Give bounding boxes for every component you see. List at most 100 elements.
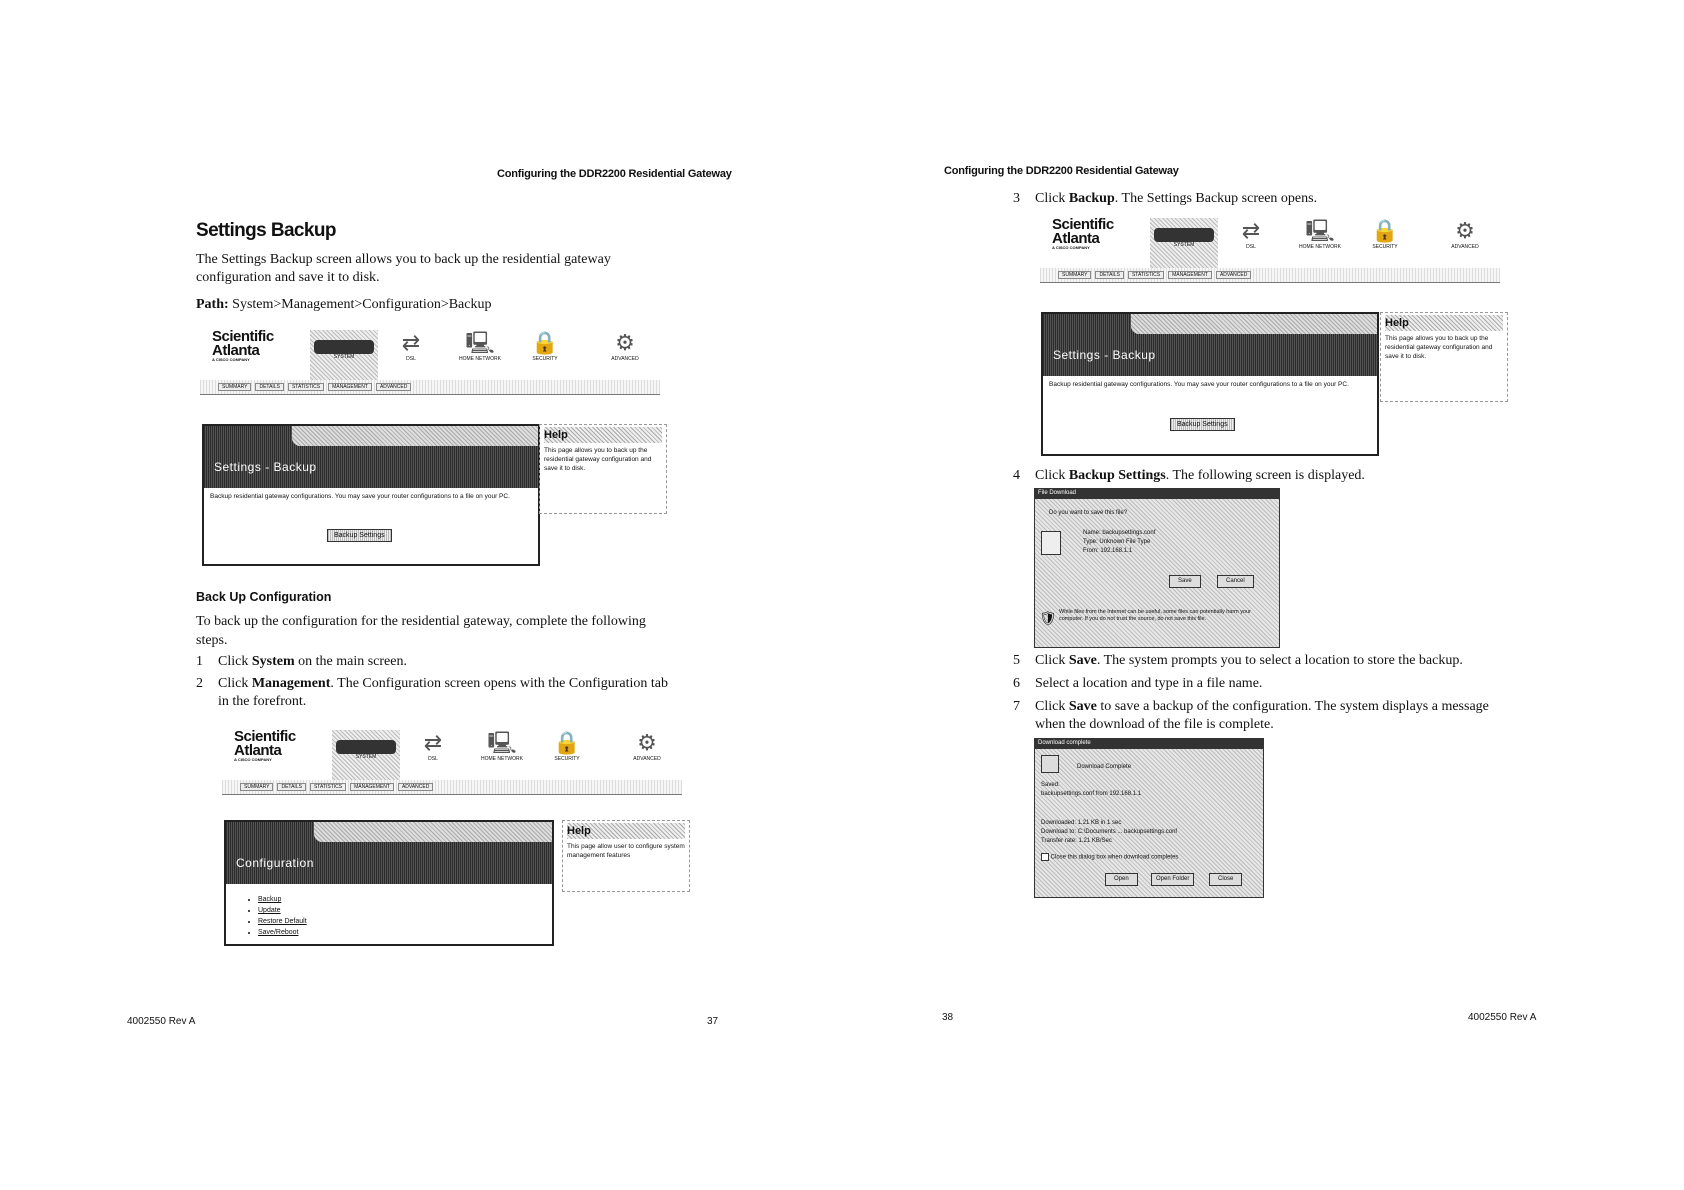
save-button[interactable]: Save bbox=[1169, 575, 1201, 588]
subtab-details[interactable]: DETAILS bbox=[255, 383, 284, 391]
nav-dsl[interactable]: ⇄DSL bbox=[386, 330, 436, 382]
gear-icon: ⚙ bbox=[1455, 218, 1475, 243]
config-links: Backup Update Restore Default Save/Reboo… bbox=[248, 894, 307, 938]
subtab-summary[interactable]: SUMMARY bbox=[240, 783, 274, 791]
close-when-complete-row: Close this dialog box when download comp… bbox=[1041, 853, 1178, 863]
computer-icon: 🖳 bbox=[1305, 218, 1335, 243]
complete-heading: Download Complete bbox=[1077, 764, 1132, 770]
panel-header bbox=[1043, 314, 1377, 376]
dialog-title: Download complete bbox=[1035, 739, 1263, 749]
subtab-summary[interactable]: SUMMARY bbox=[218, 383, 252, 391]
arrows-icon: ⇄ bbox=[1241, 218, 1261, 243]
backup-settings-button[interactable]: Backup Settings bbox=[327, 529, 392, 542]
file-download-dialog: File Download Do you want to save this f… bbox=[1034, 488, 1280, 648]
gear-icon: ⚙ bbox=[615, 330, 635, 355]
arrows-icon: ⇄ bbox=[423, 730, 443, 755]
step-1: 1 Click System on the main screen. bbox=[196, 654, 407, 669]
path-label: Path: bbox=[196, 297, 229, 312]
help-box: Help This page allows you to back up the… bbox=[1380, 312, 1508, 402]
nav-security[interactable]: 🔒SECURITY bbox=[1360, 218, 1410, 270]
subtab-details[interactable]: DETAILS bbox=[277, 783, 306, 791]
open-button[interactable]: Open bbox=[1105, 873, 1138, 886]
step-2: 2 Click Management. The Configuration sc… bbox=[196, 676, 669, 709]
modem-icon bbox=[1154, 228, 1214, 242]
help-text: This page allows you to back up the resi… bbox=[544, 447, 652, 472]
gear-icon: ⚙ bbox=[637, 730, 657, 755]
nav-dsl[interactable]: ⇄DSL bbox=[408, 730, 458, 782]
nav-advanced[interactable]: ⚙ADVANCED bbox=[600, 330, 650, 382]
subtab-management[interactable]: MANAGEMENT bbox=[328, 383, 372, 391]
nav-home-network[interactable]: 🖳HOME NETWORK bbox=[1290, 218, 1350, 270]
subtab-statistics[interactable]: STATISTICS bbox=[1127, 271, 1165, 279]
close-button[interactable]: Close bbox=[1209, 873, 1243, 886]
footer-page-number: 37 bbox=[707, 1016, 719, 1027]
download-icon bbox=[1041, 755, 1059, 773]
lock-icon: 🔒 bbox=[1371, 218, 1399, 243]
link-backup[interactable]: Backup bbox=[258, 894, 307, 905]
footer-doc-number: 4002550 Rev A bbox=[1468, 1012, 1537, 1023]
download-details: Downloaded: 1.21 KB in 1 sec Download to… bbox=[1041, 820, 1178, 844]
nav-security[interactable]: 🔒SECURITY bbox=[520, 330, 570, 382]
panel-title: Configuration bbox=[236, 856, 314, 870]
subtab-summary[interactable]: SUMMARY bbox=[1058, 271, 1092, 279]
help-label: Help bbox=[1385, 315, 1503, 331]
nav-advanced[interactable]: ⚙ADVANCED bbox=[622, 730, 672, 782]
right-running-header: Configuring the DDR2200 Residential Gate… bbox=[944, 165, 1179, 177]
nav-system[interactable]: SYSTEM bbox=[310, 330, 378, 382]
path-value: System>Management>Configuration>Backup bbox=[232, 297, 492, 312]
file-icon bbox=[1041, 531, 1061, 555]
link-update[interactable]: Update bbox=[258, 905, 307, 916]
left-running-header: Configuring the DDR2200 Residential Gate… bbox=[497, 168, 732, 180]
nav-system[interactable]: SYSTEM bbox=[332, 730, 400, 782]
open-folder-button[interactable]: Open Folder bbox=[1151, 873, 1195, 886]
nav-advanced[interactable]: ⚙ADVANCED bbox=[1440, 218, 1490, 270]
step-4: 4 Click Backup Settings. The following s… bbox=[1013, 468, 1365, 483]
arrows-icon: ⇄ bbox=[401, 330, 421, 355]
intro-line-1: The Settings Backup screen allows you to… bbox=[196, 252, 611, 267]
modem-icon bbox=[336, 740, 396, 754]
link-restore-default[interactable]: Restore Default bbox=[258, 916, 307, 927]
intro-line-2: configuration and save it to disk. bbox=[196, 270, 380, 285]
help-label: Help bbox=[567, 823, 685, 839]
nav-home-network[interactable]: 🖳HOME NETWORK bbox=[450, 330, 510, 382]
subtab-management[interactable]: MANAGEMENT bbox=[1168, 271, 1212, 279]
subtab-statistics[interactable]: STATISTICS bbox=[287, 383, 325, 391]
help-box: Help This page allow user to configure s… bbox=[562, 820, 690, 892]
backup-settings-button[interactable]: Backup Settings bbox=[1170, 418, 1235, 431]
nav-home-network[interactable]: 🖳HOME NETWORK bbox=[472, 730, 532, 782]
subtab-management[interactable]: MANAGEMENT bbox=[350, 783, 394, 791]
subtab-bar: SUMMARY DETAILS STATISTICS MANAGEMENT AD… bbox=[1040, 268, 1500, 283]
steps-intro-2: steps. bbox=[196, 633, 228, 648]
subtab-bar: SUMMARY DETAILS STATISTICS MANAGEMENT AD… bbox=[222, 780, 682, 795]
cancel-button[interactable]: Cancel bbox=[1217, 575, 1254, 588]
help-box: Help This page allows you to back up the… bbox=[539, 424, 667, 514]
nav-security[interactable]: 🔒SECURITY bbox=[542, 730, 592, 782]
help-text: This page allows you to back up the resi… bbox=[1385, 335, 1493, 360]
close-checkbox[interactable] bbox=[1041, 853, 1049, 861]
subtab-advanced[interactable]: ADVANCED bbox=[1215, 271, 1252, 279]
saved-info: Saved:backupsettings.conf from 192.168.1… bbox=[1041, 782, 1142, 797]
nav-dsl[interactable]: ⇄DSL bbox=[1226, 218, 1276, 270]
computer-icon: 🖳 bbox=[487, 730, 517, 755]
help-text: This page allow user to configure system… bbox=[567, 843, 685, 859]
shield-icon: 🛡 bbox=[1039, 610, 1057, 626]
subtab-advanced[interactable]: ADVANCED bbox=[375, 383, 412, 391]
panel-text: Backup residential gateway configuration… bbox=[210, 493, 510, 500]
file-info: Name: backupsettings.conf Type: Unknown … bbox=[1083, 530, 1156, 554]
subtab-details[interactable]: DETAILS bbox=[1095, 271, 1124, 279]
configuration-panel: Configuration Backup Update Restore Defa… bbox=[224, 820, 554, 946]
panel-header bbox=[204, 426, 538, 488]
lock-icon: 🔒 bbox=[531, 330, 559, 355]
step-7: 7 Click Save to save a backup of the con… bbox=[1013, 699, 1489, 732]
subtab-statistics[interactable]: STATISTICS bbox=[309, 783, 347, 791]
subtab-advanced[interactable]: ADVANCED bbox=[397, 783, 434, 791]
download-question: Do you want to save this file? bbox=[1049, 510, 1128, 516]
panel-title: Settings - Backup bbox=[1053, 348, 1156, 362]
subtab-bar: SUMMARY DETAILS STATISTICS MANAGEMENT AD… bbox=[200, 380, 660, 395]
nav-system[interactable]: SYSTEM bbox=[1150, 218, 1218, 270]
link-save-reboot[interactable]: Save/Reboot bbox=[258, 927, 307, 938]
